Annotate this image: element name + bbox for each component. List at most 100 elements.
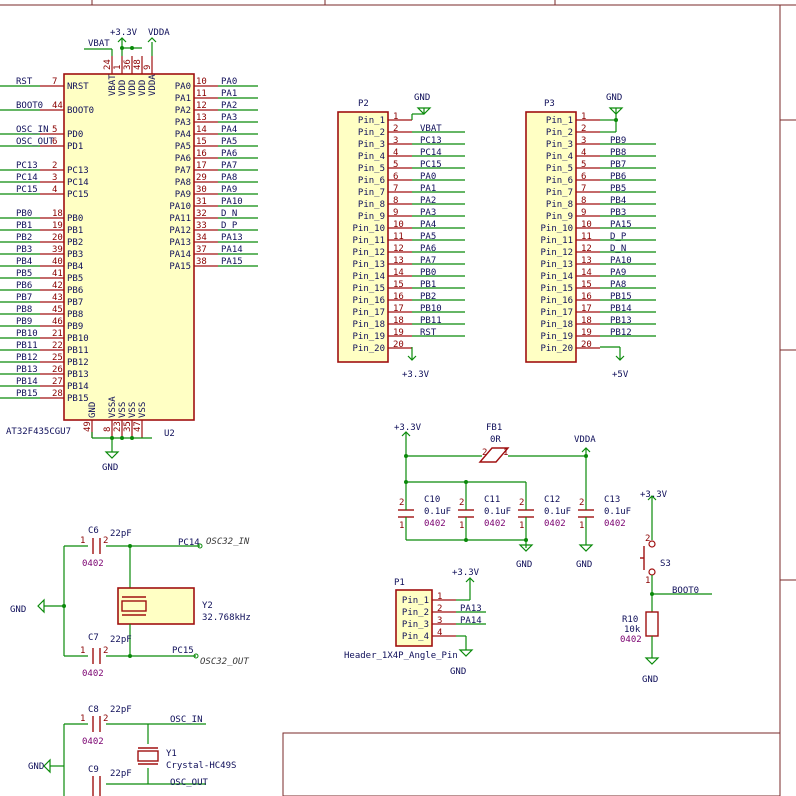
c11-footprint-label: 0402 xyxy=(484,519,506,529)
u2-pin-num-5: 5 xyxy=(52,125,57,135)
p3-pin-num-3: 3 xyxy=(581,136,586,146)
osc32-gnd-net-label: GND xyxy=(10,605,26,615)
u2-net-label-pa6: PA6 xyxy=(221,149,237,159)
y2-crystal-32k[interactable]: Y2 32.768kHz xyxy=(117,587,251,625)
p3-pin-num-12: 12 xyxy=(581,244,592,254)
u2-net-label-pa15: PA15 xyxy=(221,257,243,267)
u2-pin-num-44: 44 xyxy=(52,101,63,111)
u2-pin-num-7: 7 xyxy=(52,77,57,87)
u2-top-pin-num-24: 24 xyxy=(103,59,113,70)
p1-ref-label: P1 xyxy=(394,578,405,588)
svg-text:1: 1 xyxy=(80,714,85,724)
u2-net-label-pb6: PB6 xyxy=(16,281,32,291)
p2-pin-name-6: Pin_6 xyxy=(358,176,385,186)
u2-pin-num-29: 29 xyxy=(196,173,207,183)
c13-value-label: 0.1uF xyxy=(604,507,631,517)
u2-pin-num-34: 34 xyxy=(196,233,207,243)
p3-pin-num-14: 14 xyxy=(581,268,592,278)
fb1-ferrite-bead[interactable]: FB1 0R 2 1 xyxy=(478,423,510,463)
u2-pin-name-pd0: PD0 xyxy=(67,130,83,140)
p2-pin-num-17: 17 xyxy=(393,304,404,314)
fb1-ref-label: FB1 xyxy=(486,423,502,433)
u2-pin-num-37: 37 xyxy=(196,245,207,255)
svg-text:1: 1 xyxy=(519,521,524,531)
p3-pin-num-15: 15 xyxy=(581,280,592,290)
osc-out-net-label: OSC_OUT xyxy=(170,778,209,788)
boot0-net-label: BOOT0 xyxy=(672,586,699,596)
fb1-pin1-number: 1 xyxy=(503,448,508,458)
u2-pin-num-20: 20 xyxy=(52,233,63,243)
p2-3v3-net-label: +3.3V xyxy=(402,370,430,380)
u2-pin-num-3: 3 xyxy=(52,173,57,183)
p2-pin-name-12: Pin_12 xyxy=(352,248,385,258)
u2-net-label-pb7: PB7 xyxy=(16,293,32,303)
p2-pin-num-2: 2 xyxy=(393,124,398,134)
u2-net-label-pb1: PB1 xyxy=(16,221,32,231)
u2-net-label-osc_in: OSC_IN xyxy=(16,125,49,135)
u2-bottom-pin-name-vss: VSS xyxy=(118,402,128,418)
u2-top-pin-num-1: 1 xyxy=(113,65,123,70)
u2-pin-name-pa12: PA12 xyxy=(169,226,191,236)
p2-pin-name-14: Pin_14 xyxy=(352,272,385,282)
u2-net-label-pa0: PA0 xyxy=(221,77,237,87)
p2-pin-num-19: 19 xyxy=(393,328,404,338)
u2-pin-num-21: 21 xyxy=(52,329,63,339)
u2-net-label-pb3: PB3 xyxy=(16,245,32,255)
p1-pin-name-4: Pin_4 xyxy=(402,632,429,642)
u2-pin-name-pb4: PB4 xyxy=(67,262,83,272)
fb1-value-label: 0R xyxy=(490,435,501,445)
p2-pin-name-2: Pin_2 xyxy=(358,128,385,138)
u2-pin-name-pa0: PA0 xyxy=(175,82,191,92)
decap-gnd-net-label-2: GND xyxy=(576,560,592,570)
svg-text:1: 1 xyxy=(579,521,584,531)
p3-pin-name-5: Pin_5 xyxy=(546,164,573,174)
p3-pin-name-2: Pin_2 xyxy=(546,128,573,138)
c9-capacitor[interactable]: C9 22pF xyxy=(88,765,132,796)
p2-pin-name-1: Pin_1 xyxy=(358,116,385,126)
p2-net-label-pc14: PC14 xyxy=(420,148,442,158)
u2-pin-num-14: 14 xyxy=(196,125,207,135)
u2-top-pin-num-36: 36 xyxy=(123,59,133,70)
u2-net-label-pb10: PB10 xyxy=(16,329,38,339)
u2-pin-name-pa5: PA5 xyxy=(175,142,191,152)
p3-net-label-pb9: PB9 xyxy=(610,136,626,146)
s3-switch[interactable]: S3 21 xyxy=(640,534,671,586)
p2-pin-name-19: Pin_19 xyxy=(352,332,385,342)
u2-top-pin-name-vdd: VDD xyxy=(138,80,148,96)
p2-net-label-pb1: PB1 xyxy=(420,280,436,290)
u2-pin-num-16: 16 xyxy=(196,149,207,159)
u2-bottom-pin-num-35: 35 xyxy=(123,421,133,432)
p2-net-label-pa5: PA5 xyxy=(420,232,436,242)
p1-pin-name-2: Pin_2 xyxy=(402,608,429,618)
u2-vdda-net-label: VDDA xyxy=(148,28,170,38)
p1-3v3-net-label: +3.3V xyxy=(452,568,480,578)
y1-crystal-hc49s[interactable]: Y1 Crystal-HC49S xyxy=(137,747,236,771)
u2-pin-num-26: 26 xyxy=(52,365,63,375)
c9-ref-label: C9 xyxy=(88,765,99,775)
p3-net-label-pb12: PB12 xyxy=(610,328,632,338)
u2-pin-name-pa6: PA6 xyxy=(175,154,191,164)
u2-power-wiring: VBAT +3.3V VDDA GND xyxy=(84,28,170,473)
p3-pin-name-8: Pin_8 xyxy=(546,200,573,210)
decap-vdda-net-label: VDDA xyxy=(574,435,596,445)
u2-pin-num-32: 32 xyxy=(196,209,207,219)
u2-pin-name-pa4: PA4 xyxy=(175,130,191,140)
u2-mcu-symbol[interactable]: NRST7RSTBOOT044BOOT0PD05OSC_INPD16OSC_OU… xyxy=(0,56,258,439)
p3-pin-num-17: 17 xyxy=(581,304,592,314)
u2-pin-name-pa10: PA10 xyxy=(169,202,191,212)
p2-net-label-pb0: PB0 xyxy=(420,268,436,278)
c10-ref-label: C10 xyxy=(424,495,440,505)
p3-5v-net-label: +5V xyxy=(612,370,629,380)
p2-net-label-pc13: PC13 xyxy=(420,136,442,146)
